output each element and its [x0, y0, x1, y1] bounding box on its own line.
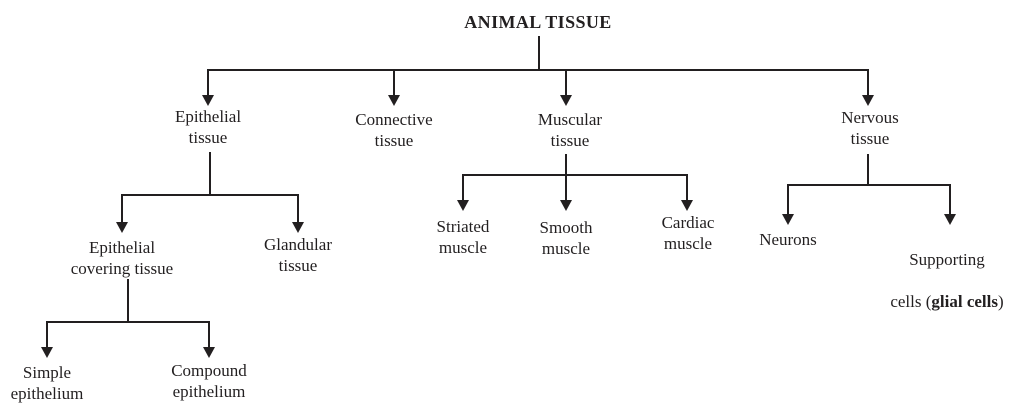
node-striated-muscle: Striated muscle [436, 217, 490, 257]
node-nervous-tissue: Nervous tissue [841, 108, 899, 148]
supporting-cells-line1: Supporting [909, 250, 985, 269]
arrow-to-glandular-tissue [297, 194, 299, 222]
node-glandular-tissue: Glandular tissue [264, 235, 332, 275]
arrow-to-nervous-tissue [867, 69, 869, 95]
node-neurons: Neurons [759, 230, 817, 249]
node-simple-epithelium: Simple epithelium [10, 363, 84, 403]
node-compound-epithelium: Compound epithelium [171, 361, 247, 401]
node-epithelial-tissue: Epithelial tissue [174, 107, 242, 147]
arrow-to-striated-muscle [462, 174, 464, 200]
node-connective-tissue: Connective tissue [355, 110, 433, 150]
node-smooth-muscle: Smooth muscle [539, 218, 593, 258]
connector-muscular-stem [565, 154, 567, 174]
node-supporting-cells: Supporting cells (glial cells) [866, 228, 1024, 312]
supporting-cells-line2: cells (glial cells) [890, 292, 1004, 311]
connector-muscular-hline [462, 174, 688, 176]
arrow-to-connective-tissue [393, 69, 395, 95]
node-cardiac-muscle: Cardiac muscle [661, 213, 715, 253]
arrow-to-epithelial-tissue [207, 69, 209, 95]
connector-nervous-stem [867, 154, 869, 184]
arrow-to-compound-epithelium [208, 321, 210, 347]
connector-epithelial-hline [121, 194, 299, 196]
connector-level1-hline [207, 69, 869, 71]
arrow-to-neurons [787, 184, 789, 214]
arrow-to-muscular-tissue [565, 69, 567, 95]
node-epithelial-covering-tissue: Epithelial covering tissue [70, 238, 174, 278]
connector-root-stem [538, 36, 540, 69]
connector-epithelial-stem [209, 152, 211, 194]
root-node-animal-tissue: ANIMAL TISSUE [464, 12, 612, 32]
arrow-to-simple-epithelium [46, 321, 48, 347]
arrow-to-cardiac-muscle [686, 174, 688, 200]
arrow-to-epithelial-covering-tissue [121, 194, 123, 222]
connector-nervous-hline [787, 184, 951, 186]
connector-covering-hline [46, 321, 210, 323]
arrow-to-supporting-cells [949, 184, 951, 214]
arrow-to-smooth-muscle [565, 174, 567, 200]
connector-covering-stem [127, 279, 129, 321]
node-muscular-tissue: Muscular tissue [537, 110, 603, 150]
